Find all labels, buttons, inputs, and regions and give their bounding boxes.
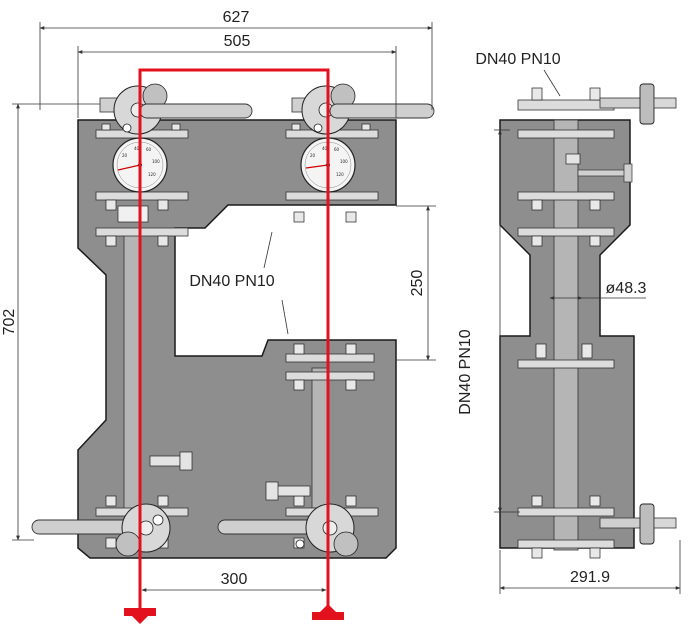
left-riser-pipe: [123, 229, 141, 511]
dim-overall-width: 627: [223, 9, 250, 26]
gauge-right-tick-4: 120: [336, 172, 344, 177]
gauge-right-tick-3: 100: [340, 159, 348, 164]
side-riser-pipe: [553, 119, 579, 551]
dim-pipe-diameter: ø48.3: [606, 280, 647, 297]
dim-height: 702: [1, 309, 18, 336]
dim-side-depth: 291.9: [570, 569, 610, 586]
top-left-handle: [139, 103, 253, 119]
label-top-flange: DN40 PN10: [475, 51, 560, 68]
gauge-left-tick-2: 60: [146, 147, 152, 152]
gauge-left-tick-3: 100: [152, 159, 160, 164]
bottom-right-valve: [217, 503, 359, 557]
gauge-right-tick-0: 20: [310, 153, 316, 158]
flow-out-arrow: [124, 608, 156, 624]
gauge-right-tick-2: 60: [334, 147, 340, 152]
dim-gap: 250: [409, 270, 426, 297]
side-bolts: [531, 87, 601, 559]
side-top-handwheel: [599, 83, 677, 125]
label-side-flange: DN40 PN10: [457, 329, 474, 414]
dimension-lines: [12, 22, 681, 594]
gauge-left-tick-4: 120: [148, 172, 156, 177]
dim-handle-span: 505: [224, 33, 251, 50]
side-bottom-handwheel: [599, 503, 677, 545]
gauge-right-tick-1: 40: [322, 146, 328, 151]
gauge-left-tick-0: 20: [122, 153, 128, 158]
side-flanges: [517, 99, 615, 549]
flow-path: [124, 68, 344, 624]
flow-in-arrow: [312, 604, 344, 620]
bottom-left-valve: [31, 503, 171, 557]
dim-flow-spacing: 300: [221, 571, 248, 588]
right-riser-pipe: [311, 367, 329, 509]
top-right-valve: [291, 83, 435, 135]
side-sensor: [565, 153, 633, 183]
top-right-handle: [329, 103, 435, 119]
top-left-valve: [99, 83, 253, 135]
gauge-left-tick-1: 40: [134, 146, 140, 151]
label-front-flange: DN40 PN10: [189, 273, 274, 290]
